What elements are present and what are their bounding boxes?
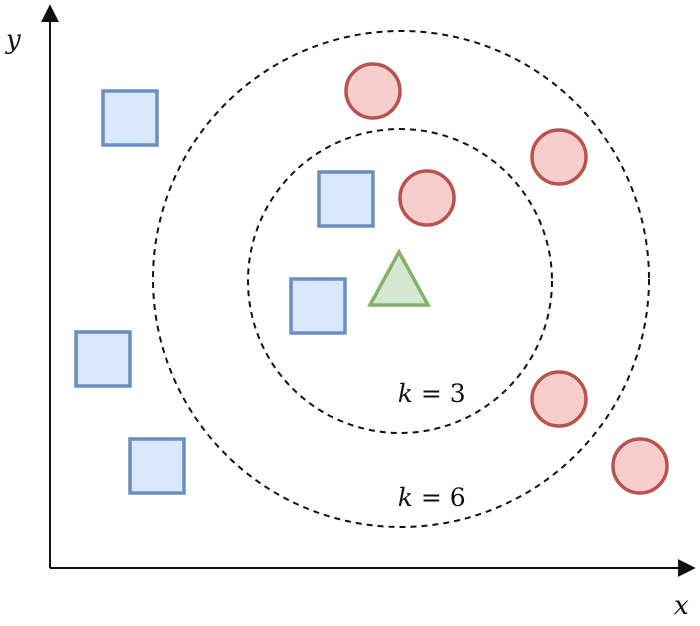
y-axis-label: y [5, 25, 21, 55]
k3-label-value: = 3 [413, 379, 466, 408]
k6-label: k = 6 [358, 483, 489, 512]
class-b-circle [530, 370, 588, 428]
k6-label-value: = 6 [413, 483, 466, 512]
class-b-circle [398, 169, 456, 227]
k3-label: k = 3 [358, 379, 489, 408]
class-a-square [128, 437, 186, 495]
x-axis-label: x [674, 591, 689, 621]
class-a-square [317, 170, 375, 228]
k6-label-var: k [398, 483, 413, 512]
class-b-circle [611, 437, 669, 495]
k3-boundary-circle [247, 128, 553, 434]
class-b-circle [530, 128, 588, 186]
class-a-square [74, 330, 132, 388]
class-b-circle [344, 62, 402, 120]
query-triangle [367, 248, 431, 307]
class-a-square [289, 277, 347, 335]
k3-label-var: k [398, 379, 413, 408]
class-a-square [101, 89, 159, 147]
k6-boundary-circle [152, 30, 650, 528]
